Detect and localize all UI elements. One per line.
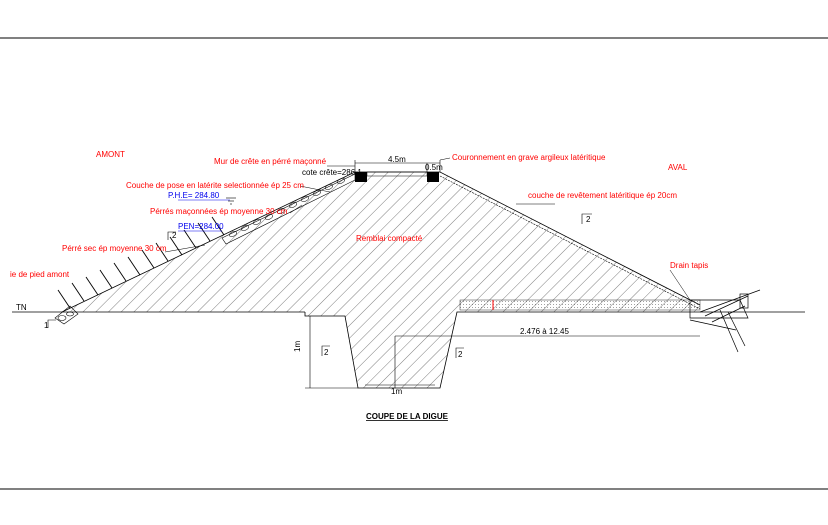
- label-slope-1-toe: 1: [44, 321, 49, 330]
- upstream-stones: [229, 178, 345, 237]
- phe-symbol: [226, 197, 236, 205]
- label-perres-maconnees: Pérrés maçonnées ép moyenne 30 cm: [150, 207, 288, 216]
- label-aval: AVAL: [668, 163, 688, 172]
- label-pen: PEN=284.00: [178, 222, 224, 231]
- label-dim-1m-depth: 1m: [293, 341, 302, 352]
- crest-wall-upstream: [355, 172, 367, 182]
- label-slope-2-down: 2: [586, 215, 591, 224]
- downstream-revetment: [439, 175, 701, 310]
- downstream-toe: [689, 289, 761, 353]
- label-dim-1m-bottom: 1m: [391, 387, 402, 396]
- label-slope-2-trench-l: 2: [324, 348, 329, 357]
- label-revetement: couche de revêtement latéritique ép 20cm: [528, 191, 677, 200]
- label-cote-crete: cote crête=286.1: [302, 168, 362, 177]
- label-couronnement: Couronnement en grave argileux latéritiq…: [452, 153, 606, 162]
- trench-depth-dimension: [305, 316, 700, 389]
- dry-riprap-spikes: [57, 216, 225, 309]
- crest-wall-downstream: [427, 172, 439, 182]
- crest-cap: [366, 171, 428, 177]
- label-pied-amont: ie de pied amont: [10, 270, 70, 279]
- slope-marker-trench: [321, 345, 464, 358]
- label-amont: AMONT: [96, 150, 125, 159]
- label-slope-2-trench-r: 2: [458, 350, 463, 359]
- label-remblai: Remblai compacté: [356, 234, 423, 243]
- water-level-marks: [178, 199, 230, 232]
- label-couche-pose: Couche de pose en latérite selectionnée …: [126, 181, 304, 190]
- slope-marker-upstream: [47, 231, 176, 328]
- label-width-crest: 4.5m: [388, 155, 406, 164]
- label-width-small: 0.5m: [425, 163, 443, 172]
- caption-coupe-digue: COUPE DE LA DIGUE: [366, 412, 449, 421]
- label-tn: TN: [16, 303, 27, 312]
- label-phe: P.H.E= 284.80: [168, 191, 220, 200]
- embankment-body: [62, 172, 700, 388]
- label-drain: Drain tapis: [670, 261, 708, 270]
- label-mur-crete: Mur de crête en pérré maçonné: [214, 157, 327, 166]
- label-slope-2-up: 2: [172, 231, 177, 240]
- label-dim-length: 2.476 à 12.45: [520, 327, 569, 336]
- drain-blanket: [459, 299, 701, 311]
- label-perre-sec: Pérré sec ép moyenne 30 cm: [62, 244, 167, 253]
- leader-lines: [164, 157, 691, 301]
- slope-marker-downstream: [581, 213, 592, 224]
